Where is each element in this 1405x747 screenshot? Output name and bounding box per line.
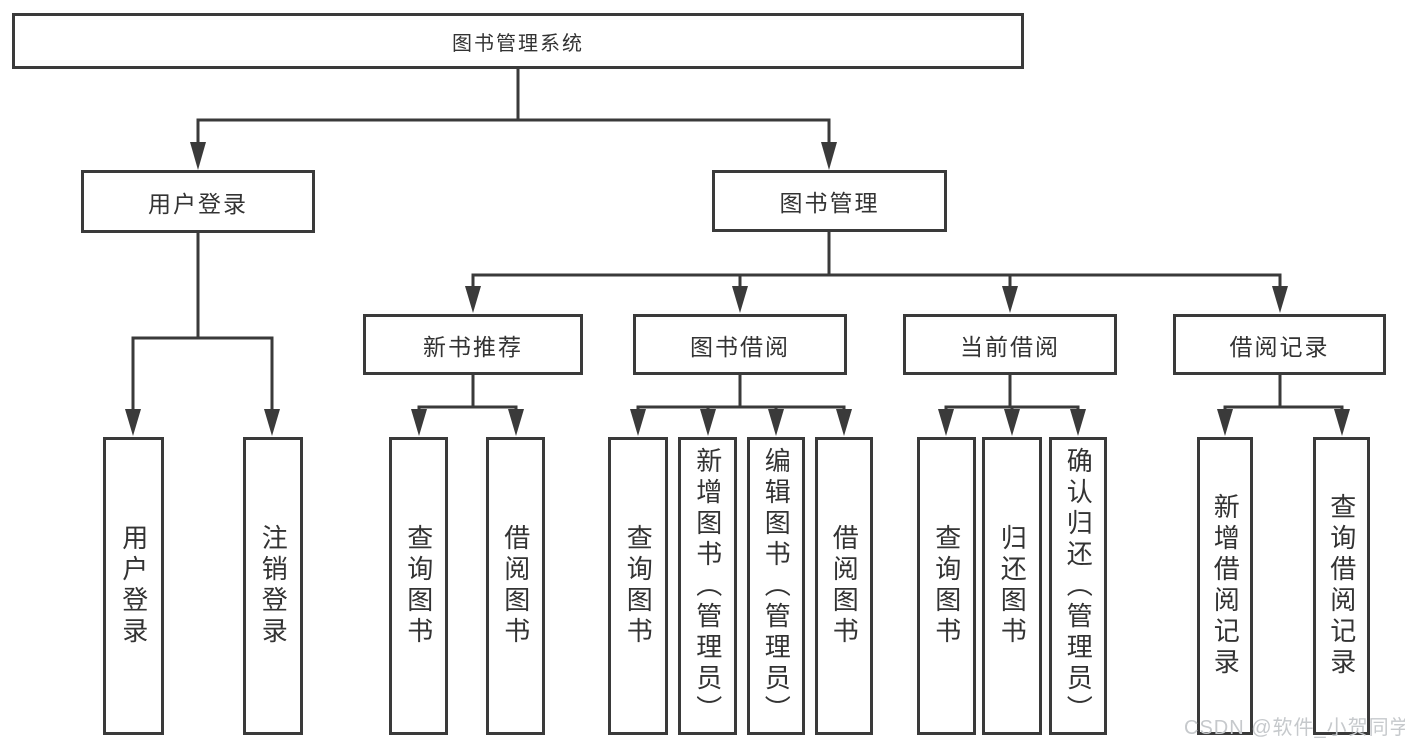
leaf-label: 借阅图书 xyxy=(500,524,531,648)
leaf-query-borrow-record: 查询借阅记录 xyxy=(1313,437,1370,735)
leaf-edit-books-admin: 编辑图书（管理员） xyxy=(747,437,805,735)
connector-user-login-bar xyxy=(131,336,274,415)
node-book-management: 图书管理 xyxy=(712,170,947,232)
arrow-down-icon xyxy=(1002,286,1018,313)
arrow-down-icon xyxy=(465,286,481,313)
leaf-label: 编辑图书（管理员） xyxy=(761,446,792,726)
leaf-confirm-return-admin: 确认归还（管理员） xyxy=(1049,437,1107,735)
node-library-management-system: 图书管理系统 xyxy=(12,13,1024,69)
arrow-down-icon xyxy=(1334,409,1350,436)
leaf-label: 查询图书 xyxy=(623,524,654,648)
leaf-label: 归还图书 xyxy=(997,524,1028,648)
arrow-down-icon xyxy=(1217,409,1233,436)
node-book-borrowing: 图书借阅 xyxy=(633,314,847,375)
connector-newbook-bar xyxy=(417,405,518,414)
arrow-down-icon xyxy=(264,409,280,436)
connector-records-bar xyxy=(1223,405,1344,414)
arrow-down-icon xyxy=(411,409,427,436)
leaf-query-books: 查询图书 xyxy=(608,437,668,735)
leaf-borrow-books: 借阅图书 xyxy=(815,437,873,735)
arrow-down-icon xyxy=(125,409,141,436)
leaf-label: 注销登录 xyxy=(258,524,289,648)
node-borrowing-records: 借阅记录 xyxy=(1173,314,1386,375)
arrow-down-icon xyxy=(1070,409,1086,436)
connector-currentborrow-bar xyxy=(944,405,1080,414)
arrow-down-icon xyxy=(508,409,524,436)
node-new-book-recommend: 新书推荐 xyxy=(363,314,583,375)
node-user-login: 用户登录 xyxy=(81,170,315,233)
arrow-down-icon xyxy=(836,409,852,436)
leaf-add-borrow-record: 新增借阅记录 xyxy=(1197,437,1253,735)
leaf-label: 查询借阅记录 xyxy=(1326,493,1357,679)
arrow-down-icon xyxy=(938,409,954,436)
leaf-query-books: 查询图书 xyxy=(917,437,976,735)
arrow-down-icon xyxy=(630,409,646,436)
arrow-down-icon xyxy=(768,409,784,436)
leaf-user-login: 用户登录 xyxy=(103,437,164,735)
leaf-query-books: 查询图书 xyxy=(389,437,448,735)
connector-level2-bar xyxy=(196,118,831,148)
leaf-add-books-admin: 新增图书（管理员） xyxy=(678,437,737,735)
node-current-borrowing: 当前借阅 xyxy=(903,314,1117,375)
connector-level3-bar xyxy=(471,273,1282,292)
leaf-label: 查询图书 xyxy=(931,524,962,648)
leaf-label: 确认归还（管理员） xyxy=(1063,446,1094,726)
arrow-down-icon xyxy=(700,409,716,436)
leaf-label: 用户登录 xyxy=(118,524,149,648)
arrow-down-icon xyxy=(190,142,206,170)
leaf-borrow-books: 借阅图书 xyxy=(486,437,545,735)
leaf-label: 新增借阅记录 xyxy=(1210,493,1241,679)
arrow-down-icon xyxy=(732,286,748,313)
leaf-label: 查询图书 xyxy=(403,524,434,648)
leaf-label: 新增图书（管理员） xyxy=(692,446,723,726)
arrow-down-icon xyxy=(821,142,837,170)
leaf-label: 借阅图书 xyxy=(829,524,860,648)
arrow-down-icon xyxy=(1272,286,1288,313)
arrow-down-icon xyxy=(1004,409,1020,436)
leaf-return-books: 归还图书 xyxy=(982,437,1042,735)
csdn-watermark: CSDN @软件_小贺同学 xyxy=(1184,717,1405,739)
leaf-logout: 注销登录 xyxy=(243,437,303,735)
connector-bookborrow-bar xyxy=(636,405,846,414)
